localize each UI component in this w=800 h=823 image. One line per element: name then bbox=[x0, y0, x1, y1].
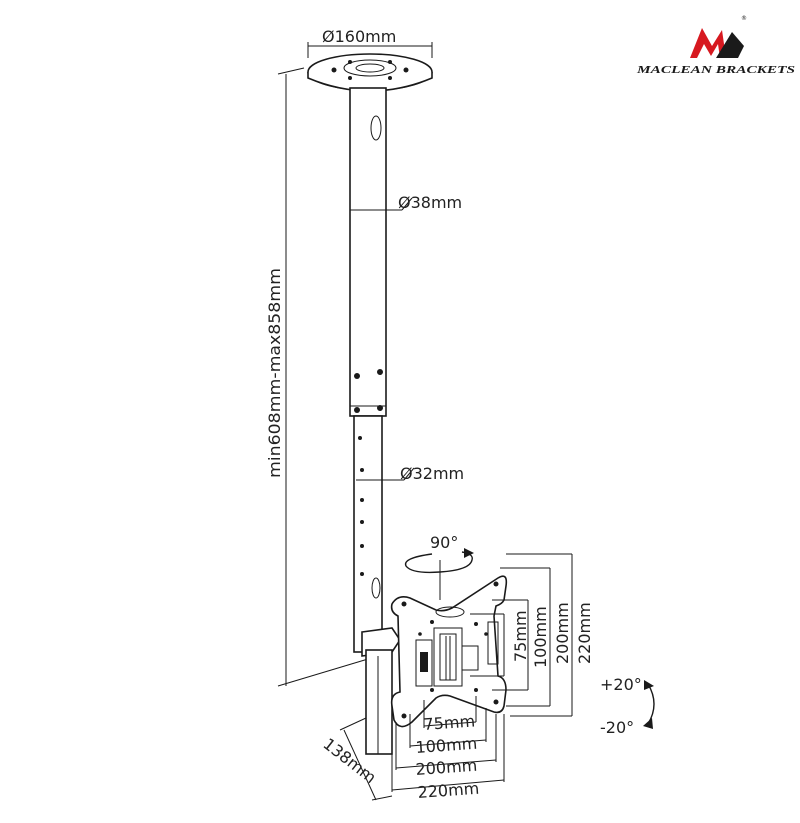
height-label: min608mm-max858mm bbox=[265, 268, 284, 478]
v-dim-100: 100mm bbox=[531, 606, 550, 668]
v-dim-75: 75mm bbox=[511, 610, 530, 662]
swivel-label: 90° bbox=[430, 533, 458, 552]
svg-text:®: ® bbox=[741, 15, 747, 22]
h-dim-220: 220mm bbox=[417, 779, 480, 802]
vesa-plate bbox=[390, 575, 508, 728]
h-dim-200: 200mm bbox=[415, 756, 478, 779]
ceiling-plate bbox=[307, 53, 433, 92]
upper-tube-label: Ø38mm bbox=[398, 193, 462, 212]
lower-tube-label: Ø32mm bbox=[400, 464, 464, 483]
tilt-down-label: -20° bbox=[600, 718, 634, 737]
tilt-annotation: +20° -20° bbox=[600, 675, 655, 737]
h-dim-100: 100mm bbox=[415, 734, 478, 757]
vertical-vesa-dimensions: 75mm 100mm 200mm 220mm bbox=[470, 553, 594, 717]
upper-tube-dimension: Ø38mm bbox=[350, 193, 462, 212]
swivel-bracket bbox=[361, 627, 401, 755]
plate-diameter-dimension: Ø160mm bbox=[307, 27, 433, 58]
lower-tube-dimension: Ø32mm bbox=[356, 464, 464, 483]
v-dim-200: 200mm bbox=[553, 602, 572, 664]
h-dim-75: 75mm bbox=[423, 711, 476, 734]
upper-tube bbox=[349, 87, 387, 417]
maclean-logo: ® MACLEAN BRACKETS bbox=[635, 15, 795, 76]
horizontal-vesa-dimensions: 75mm 100mm 200mm 220mm bbox=[391, 696, 505, 802]
swivel-annotation: 90° bbox=[404, 533, 474, 600]
height-dimension: min608mm-max858mm bbox=[265, 67, 379, 687]
lower-tube bbox=[353, 415, 383, 653]
logo-text: MACLEAN BRACKETS bbox=[635, 65, 795, 76]
v-dim-220: 220mm bbox=[575, 602, 594, 664]
tilt-up-label: +20° bbox=[600, 675, 642, 694]
plate-diameter-label: Ø160mm bbox=[322, 27, 396, 46]
